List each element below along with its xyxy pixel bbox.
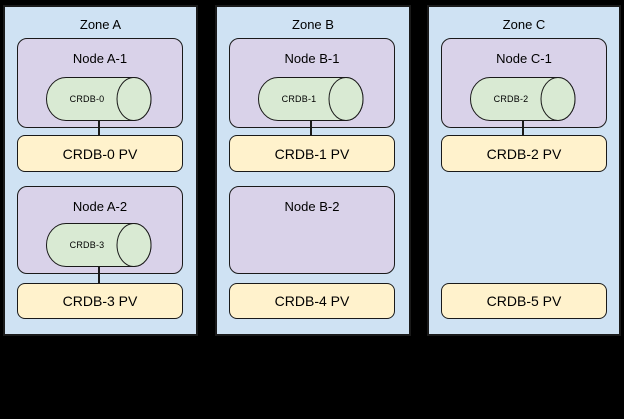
pv-crdb-5-label: CRDB-5 PV (486, 293, 562, 309)
pod-crdb-1-label: CRDB-1 (281, 94, 317, 104)
node-c1-box: Node C-1 CRDB-2 (441, 38, 607, 128)
pv-crdb-4-box: CRDB-4 PV (229, 283, 395, 319)
zone-b: Zone B Node B-1 CRDB-1 CRDB-1 PV Node B-… (215, 5, 411, 336)
pod-crdb-0-label: CRDB-0 (69, 94, 105, 104)
pod-crdb-3-label: CRDB-3 (69, 240, 105, 250)
node-a2-box: Node A-2 CRDB-3 (17, 186, 183, 274)
pv-crdb-3-label: CRDB-3 PV (62, 293, 138, 309)
database-cylinder-icon (470, 77, 576, 121)
node-a2-label: Node A-2 (72, 199, 128, 214)
pv-crdb-5-box: CRDB-5 PV (441, 283, 607, 319)
zone-c-label: Zone C (502, 17, 546, 32)
node-b2-label: Node B-2 (284, 199, 340, 214)
pv-crdb-2-box: CRDB-2 PV (441, 135, 607, 172)
pv-crdb-3-box: CRDB-3 PV (17, 283, 183, 319)
node-b2-box: Node B-2 (229, 186, 395, 274)
pv-crdb-4-label: CRDB-4 PV (274, 293, 350, 309)
pv-crdb-2-label: CRDB-2 PV (486, 145, 562, 162)
node-b1-box: Node B-1 CRDB-1 (229, 38, 395, 128)
pv-crdb-0-box: CRDB-0 PV (17, 135, 183, 172)
pod-crdb-1: CRDB-1 (258, 77, 364, 121)
pv-crdb-1-box: CRDB-1 PV (229, 135, 395, 172)
node-b1-label: Node B-1 (284, 51, 340, 66)
connector-line (98, 267, 100, 284)
zone-b-label: Zone B (292, 17, 334, 32)
pod-crdb-2: CRDB-2 (470, 77, 576, 121)
node-a1-label: Node A-1 (72, 51, 128, 66)
database-cylinder-icon (46, 77, 152, 121)
pv-crdb-0-label: CRDB-0 PV (62, 145, 138, 162)
pod-crdb-0: CRDB-0 (46, 77, 152, 121)
database-cylinder-icon (46, 223, 152, 267)
pod-crdb-3: CRDB-3 (46, 223, 152, 267)
node-c1-label: Node C-1 (496, 51, 552, 66)
connector-line (98, 121, 100, 136)
connector-line (522, 121, 524, 136)
zone-c: Zone C Node C-1 CRDB-2 CRDB-2 PV CRDB-5 … (427, 5, 621, 336)
zone-a: Zone A Node A-1 CRDB-0 CRDB-0 PV Node A-… (3, 5, 198, 336)
pod-crdb-2-label: CRDB-2 (493, 94, 529, 104)
connector-line (310, 121, 312, 136)
database-cylinder-icon (258, 77, 364, 121)
node-a1-box: Node A-1 CRDB-0 (17, 38, 183, 128)
zone-a-label: Zone A (79, 17, 122, 32)
pv-crdb-1-label: CRDB-1 PV (274, 145, 350, 162)
